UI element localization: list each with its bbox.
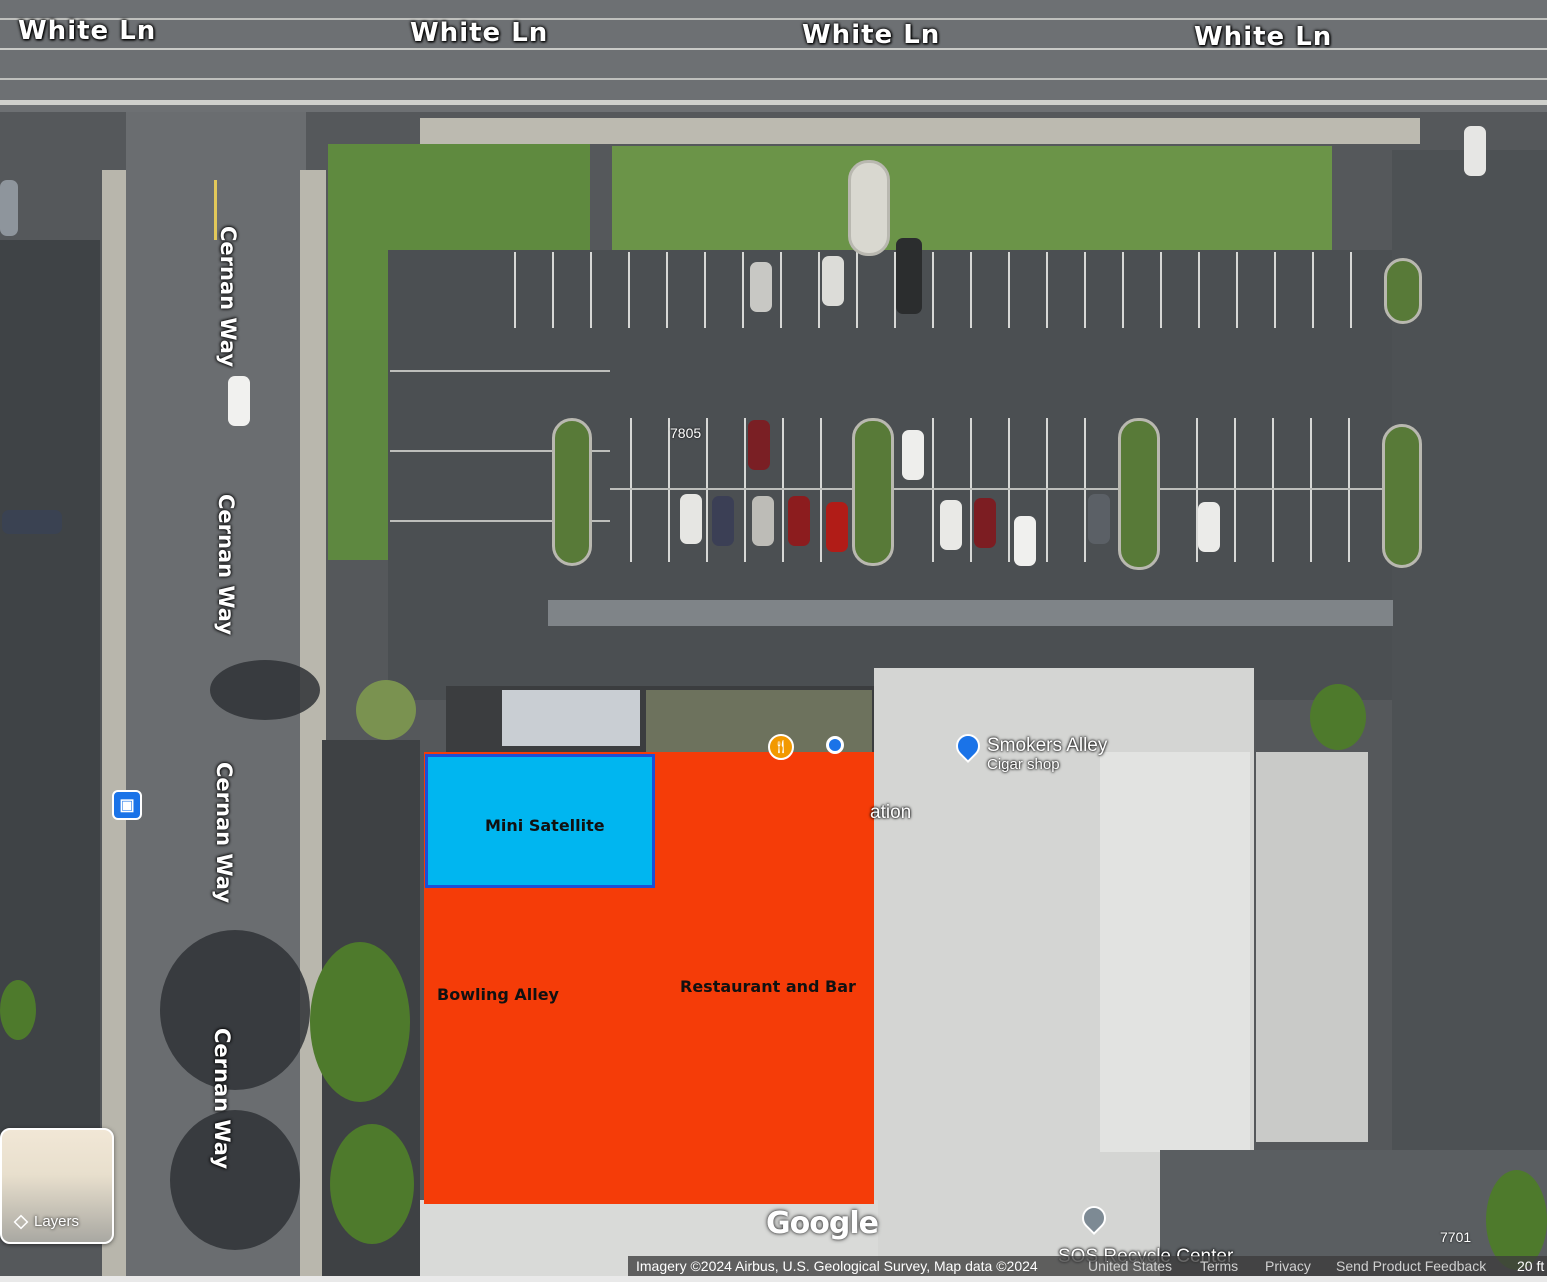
street-label-white-ln: White Ln (1194, 22, 1333, 52)
layers-icon (13, 1214, 29, 1229)
parked-car (902, 430, 924, 480)
street-label-cernan-way: Cernan Way (212, 762, 236, 904)
building-roof (502, 690, 640, 746)
tree-shadow (170, 1110, 300, 1250)
location-dot-icon[interactable] (826, 736, 844, 754)
sidewalk (1256, 752, 1368, 1142)
street-label-cernan-way: Cernan Way (214, 494, 238, 636)
parked-car (748, 420, 770, 470)
privacy-link[interactable]: Privacy (1265, 1258, 1311, 1274)
lane-marking (214, 180, 217, 240)
street-label-cernan-way: Cernan Way (210, 1028, 234, 1170)
parked-car (750, 262, 772, 312)
lane-line (0, 78, 1547, 80)
grass-area (612, 146, 1332, 250)
parked-car (788, 496, 810, 546)
tree (310, 942, 410, 1102)
walkway-island (848, 160, 890, 256)
restaurant-bar-label: Restaurant and Bar (680, 977, 856, 996)
layers-label: Layers (34, 1213, 80, 1230)
street-label-white-ln: White Ln (410, 18, 549, 48)
parked-car (974, 498, 996, 548)
walkway (548, 600, 1393, 626)
parked-car (940, 500, 962, 550)
tree (1486, 1170, 1547, 1270)
tree (0, 980, 36, 1040)
bus-stop-icon[interactable]: ▣ (112, 790, 142, 820)
address-label: 7805 (670, 425, 702, 441)
tree (1310, 684, 1366, 750)
parked-car (2, 510, 62, 534)
imagery-attribution: Imagery ©2024 Airbus, U.S. Geological Su… (636, 1258, 1038, 1274)
grass-area (328, 330, 388, 560)
scale-label[interactable]: 20 ft (1517, 1258, 1545, 1274)
bottom-strip (0, 1276, 1547, 1282)
parked-car (826, 502, 848, 552)
street-label-white-ln: White Ln (18, 16, 157, 46)
lane-line (0, 48, 1547, 50)
bowling-alley-label: Bowling Alley (437, 985, 559, 1004)
restaurant-icon[interactable]: 🍴︎ (768, 734, 794, 760)
street-label-cernan-way: Cernan Way (216, 226, 240, 368)
parked-car (752, 496, 774, 546)
parked-truck (896, 238, 922, 314)
landscape-median (1118, 418, 1160, 570)
tree (330, 1124, 414, 1244)
tree-shadow (160, 930, 310, 1090)
parked-car (1014, 516, 1036, 566)
white-ln-road (0, 0, 1547, 112)
parked-car (680, 494, 702, 544)
parked-car (822, 256, 844, 306)
parked-car (0, 180, 18, 236)
mini-satellite-overlay[interactable] (425, 754, 655, 888)
moving-car (228, 376, 250, 426)
layers-button[interactable]: Layers (0, 1128, 114, 1244)
region-label: United States (1088, 1258, 1173, 1274)
send-feedback-link[interactable]: Send Product Feedback (1336, 1258, 1487, 1274)
road-curb (0, 100, 1547, 105)
sidewalk (420, 118, 1420, 144)
street-label-white-ln: White Ln (802, 20, 941, 50)
commercial-building (1100, 752, 1250, 1152)
parked-car (1198, 502, 1220, 552)
poi-smokers-alley-name[interactable]: Smokers Alley (987, 735, 1108, 756)
landscape-median (852, 418, 894, 566)
landscape-median (552, 418, 592, 566)
lane-line (0, 18, 1547, 20)
landscape-median (1384, 258, 1422, 324)
parked-car (1464, 126, 1486, 176)
address-label: 7701 (1440, 1229, 1472, 1245)
mini-satellite-label: Mini Satellite (485, 816, 605, 835)
tree (356, 680, 416, 740)
terms-link[interactable]: Terms (1200, 1258, 1239, 1274)
map-attribution-bar: Imagery ©2024 Airbus, U.S. Geological Su… (628, 1256, 1547, 1278)
poi-smokers-alley-category: Cigar shop (987, 756, 1060, 773)
landscape-median (1382, 424, 1422, 568)
poi-partial-label[interactable]: ation (870, 802, 912, 823)
parking-lot (1392, 150, 1547, 1282)
parked-car (1088, 494, 1110, 544)
sidewalk (300, 170, 326, 1282)
sidewalk (102, 170, 126, 1282)
tree-shadow (210, 660, 320, 720)
google-logo: Google (766, 1206, 879, 1241)
parked-car (712, 496, 734, 546)
